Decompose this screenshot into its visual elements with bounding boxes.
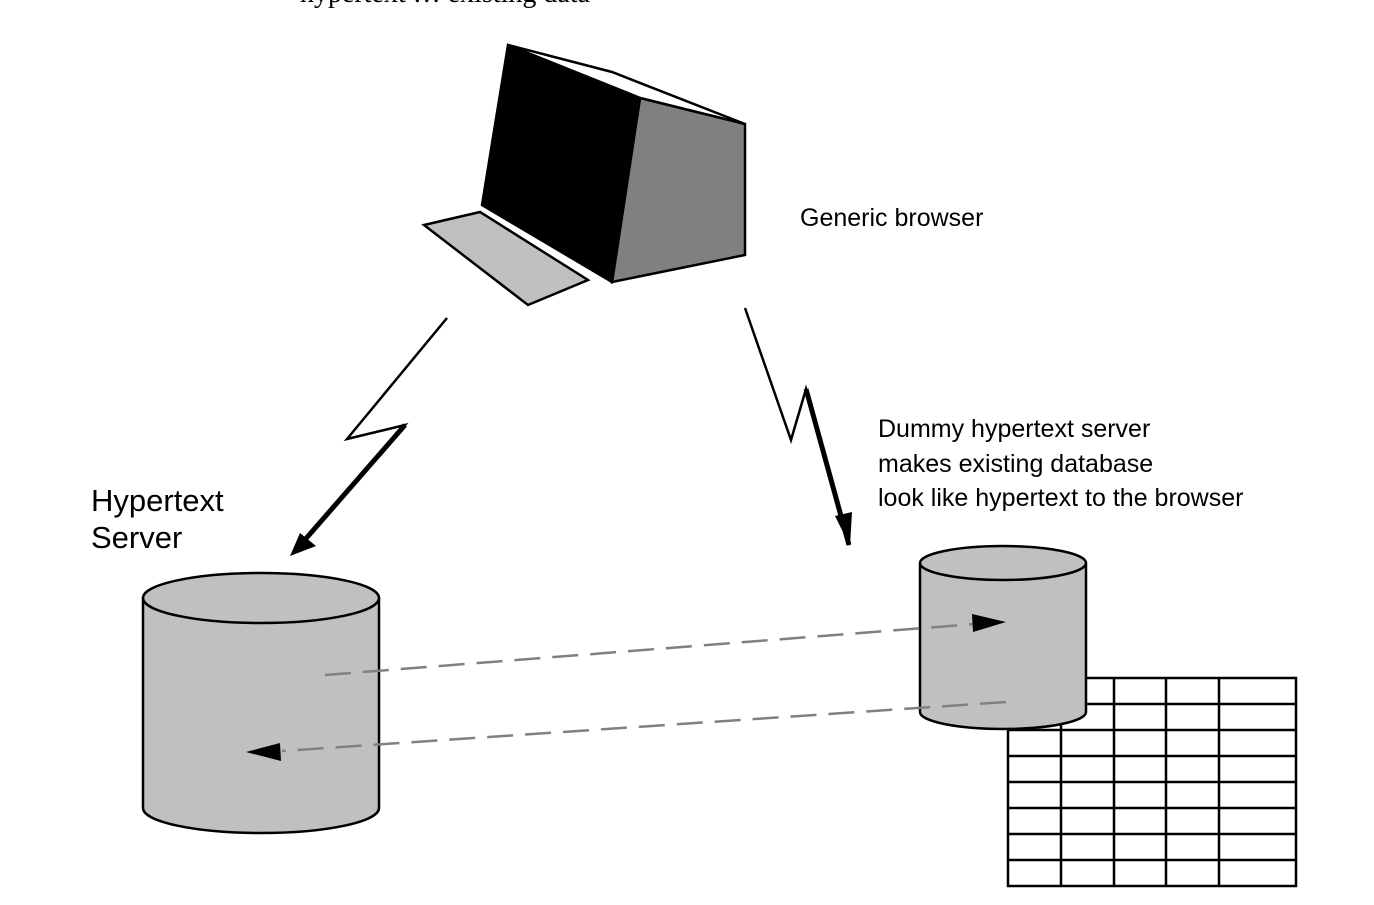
lightning-arrow-right bbox=[743, 307, 852, 546]
dashed-arrow-response bbox=[246, 700, 1007, 761]
monitor-screen bbox=[480, 43, 642, 285]
dummy-server-label-line: Dummy hypertext server bbox=[878, 415, 1151, 443]
dummy-server-label: Dummy hypertext server makes existing da… bbox=[878, 412, 1243, 516]
hypertext-server-label-line: Hypertext bbox=[91, 483, 224, 518]
computer-icon bbox=[421, 43, 747, 307]
keyboard bbox=[421, 210, 591, 307]
hypertext-server-label: Hypertext Server bbox=[91, 482, 224, 556]
dummy-server-label-line: look like hypertext to the browser bbox=[878, 484, 1244, 512]
generic-browser-label: Generic browser bbox=[800, 204, 984, 232]
hypertext-server-label-line: Server bbox=[91, 520, 183, 555]
dashed-arrow-request bbox=[324, 614, 1006, 677]
dummy-server-cylinder bbox=[918, 544, 1088, 731]
caption-fragment: hypertext … existing data bbox=[300, 0, 590, 10]
lightning-arrow-left bbox=[290, 317, 448, 556]
hypertext-server-cylinder bbox=[141, 571, 381, 835]
dummy-server-label-line: makes existing database bbox=[878, 449, 1154, 478]
